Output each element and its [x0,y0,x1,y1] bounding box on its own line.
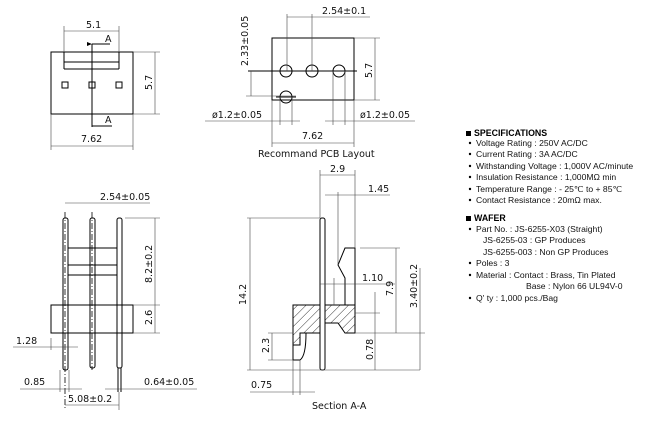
dim-tab-width: 5.1 [86,20,101,31]
dim-g: 2.3 [261,338,272,353]
wafer-heading: WAFER [474,213,506,223]
dim-offset: 2.33±0.05 [240,16,251,66]
bullet-icon [468,175,472,179]
dim-hole-right: ø1.2±0.05 [360,110,410,121]
dim-pitch: 2.54±0.1 [322,6,366,17]
wafer-list: Part No. : JS-6255-X03 (Straight) JS-625… [468,224,623,303]
dim-upper: 8.2±0.2 [144,245,155,283]
heading-square-icon [466,216,471,221]
spec-item: Temperature Range : - 25℃ to + 85℃ [476,184,622,194]
spec-item: Current Rating : 3A AC/DC [476,149,578,159]
section-mark-top: A [105,34,112,45]
wafer-item: Base : Nylon 66 UL94V-0 [526,281,623,291]
dim-pin: 0.64±0.05 [144,377,194,388]
bullet-icon [468,152,472,156]
spec-list: Voltage Rating : 250V AC/DC Current Rati… [468,138,633,205]
wafer-item: JS-6255-003 : Non GP Produces [483,247,608,257]
dim-f: 0.78 [365,339,376,360]
dim-d: 7.9 [385,281,396,296]
dim-body: 2.6 [144,310,155,325]
top-view: A A 5.1 5.7 7.62 [50,20,160,150]
bullet-icon [468,296,472,300]
bullet-icon [468,227,472,231]
spec-item: Contact Resistance : 20mΩ max. [476,195,602,205]
dim-height: 5.7 [144,75,155,90]
pcb-layout-caption: Recommand PCB Layout [258,149,375,160]
dim-hole-left: ø1.2±0.05 [212,110,262,121]
dim-width: 7.62 [302,131,323,142]
section-mark-bottom: A [105,115,112,126]
dim-2: 0.85 [24,377,45,388]
pcb-layout-view: 2.54±0.1 2.33±0.05 5.7 ø1.2±0.05 ø1.2±0.… [205,6,415,160]
dim-b: 1.45 [368,184,389,195]
spec-heading: SPECIFICATIONS [474,128,547,138]
section-view: 2.9 1.45 14.2 1.10 7.9 3.40±0.2 0.78 2.3… [238,164,425,412]
bullet-icon [468,141,472,145]
wafer-item: JS-6255-03 : GP Produces [483,235,586,245]
dim-e: 3.40±0.2 [409,264,420,308]
dim-1: 1.28 [16,336,37,347]
bullet-icon [468,273,472,277]
wafer-item: Material : Contact : Brass, Tin Plated [476,270,616,280]
dim-pitch: 2.54±0.05 [100,192,150,203]
dim-width: 7.62 [81,134,102,145]
section-caption: Section A-A [312,401,367,412]
pcb-hole [279,64,293,78]
specifications-block: SPECIFICATIONS Voltage Rating : 250V AC/… [466,128,633,303]
spec-item: Withstanding Voltage : 1,000V AC/minute [476,161,633,171]
spec-item: Insulation Resistance : 1,000MΩ min [476,172,616,182]
bullet-icon [468,187,472,191]
bullet-icon [468,198,472,202]
dim-height: 5.7 [364,63,375,78]
pin-square [61,81,69,89]
dim-c: 1.10 [362,273,383,284]
heading-square-icon [466,131,471,136]
spec-item: Voltage Rating : 250V AC/DC [476,138,588,148]
pin-square [115,81,123,89]
bullet-icon [468,261,472,265]
wafer-item: Q' ty : 1,000 pcs./Bag [476,293,558,303]
bullet-icon [468,164,472,168]
dim-h: 0.75 [251,380,272,391]
front-view: 2.54±0.05 8.2±0.2 2.6 1.28 0.85 0.64±0.0… [13,192,197,410]
wafer-item: Poles : 3 [476,258,510,268]
wafer-item: Part No. : JS-6255-X03 (Straight) [476,224,603,234]
dim-span: 5.08±0.2 [68,394,112,405]
dim-total: 14.2 [238,284,249,305]
dim-a: 2.9 [330,164,345,175]
